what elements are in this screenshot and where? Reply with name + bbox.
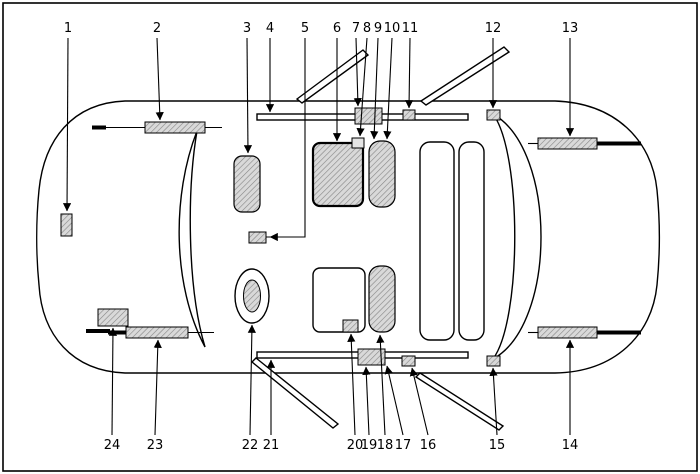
callout-number-20: 20 — [347, 438, 364, 453]
callout-number-23: 23 — [147, 438, 164, 453]
leader-arrow-5 — [269, 38, 306, 242]
leader-arrow-17 — [384, 365, 404, 436]
callout-number-14: 14 — [562, 438, 579, 453]
leader-arrow-23 — [153, 339, 162, 436]
callout-number-16: 16 — [420, 438, 437, 453]
seat-side-label-18 — [368, 265, 396, 333]
sill-label-17-19 — [357, 348, 386, 366]
leader-arrow-7 — [353, 37, 362, 107]
leader-arrow-8 — [356, 37, 368, 137]
leader-arrow-15 — [489, 367, 498, 436]
windshield-band — [178, 130, 206, 348]
sun-visor-label-3 — [233, 155, 261, 213]
leader-arrow-19 — [362, 366, 371, 436]
callout-number-15: 15 — [489, 438, 506, 453]
callout-number-11: 11 — [402, 21, 419, 36]
small-label-11 — [402, 109, 416, 121]
callout-number-22: 22 — [242, 438, 259, 453]
leader-arrow-9 — [370, 37, 379, 140]
leader-arrow-20 — [347, 333, 356, 436]
leader-arrow-1 — [62, 37, 72, 212]
small-label-20 — [342, 319, 359, 333]
leader-arrow-10 — [383, 37, 393, 140]
leader-arrow-16 — [409, 367, 429, 436]
callout-number-6: 6 — [333, 21, 341, 36]
callout-number-5: 5 — [301, 21, 309, 36]
small-label-15 — [486, 355, 501, 367]
rear-seat-back-right — [458, 141, 485, 341]
strip-label-2 — [144, 121, 206, 134]
small-label-16 — [401, 355, 416, 367]
callout-number-13: 13 — [562, 21, 579, 36]
strip-label-23 — [125, 326, 189, 339]
callout-number-7: 7 — [352, 21, 360, 36]
leader-arrow-18 — [376, 334, 386, 436]
rear-seat-back-left — [419, 141, 455, 341]
small-label-5 — [248, 231, 267, 244]
small-label-12 — [486, 109, 501, 121]
steering-pad-label-22 — [243, 279, 261, 313]
callout-number-12: 12 — [485, 21, 502, 36]
leader-arrow-2 — [155, 37, 164, 121]
callout-number-4: 4 — [266, 21, 274, 36]
callout-number-1: 1 — [64, 21, 72, 36]
second-row-seat-outline — [312, 267, 366, 333]
leader-arrow-3 — [243, 37, 253, 154]
door-edge-strip-bottom-left — [250, 357, 340, 429]
callout-number-24: 24 — [104, 438, 121, 453]
clip-label-8 — [351, 137, 365, 149]
strip-label-13 — [537, 137, 598, 150]
leader-arrow-24 — [108, 327, 118, 436]
strip-label-14 — [537, 326, 598, 339]
callout-number-21: 21 — [263, 438, 280, 453]
callout-number-2: 2 — [153, 21, 161, 36]
callout-number-18: 18 — [377, 438, 394, 453]
door-edge-strip-top-right — [419, 46, 511, 106]
callout-number-8: 8 — [363, 21, 371, 36]
callout-number-19: 19 — [361, 438, 378, 453]
callout-number-3: 3 — [243, 21, 251, 36]
door-edge-strip-bottom-right — [414, 372, 505, 431]
leader-arrow-22 — [247, 324, 256, 436]
seat-side-label-9-10 — [368, 140, 396, 208]
door-edge-strip-top-left — [295, 49, 370, 104]
callout-number-9: 9 — [374, 21, 382, 36]
leader-arrow-11 — [404, 37, 414, 109]
callout-number-17: 17 — [395, 438, 412, 453]
small-label-1 — [60, 213, 73, 237]
sill-label-7-9 — [354, 107, 383, 125]
front-seat-label-6 — [311, 141, 365, 208]
callout-number-10: 10 — [384, 21, 401, 36]
block-label-24 — [97, 308, 129, 327]
